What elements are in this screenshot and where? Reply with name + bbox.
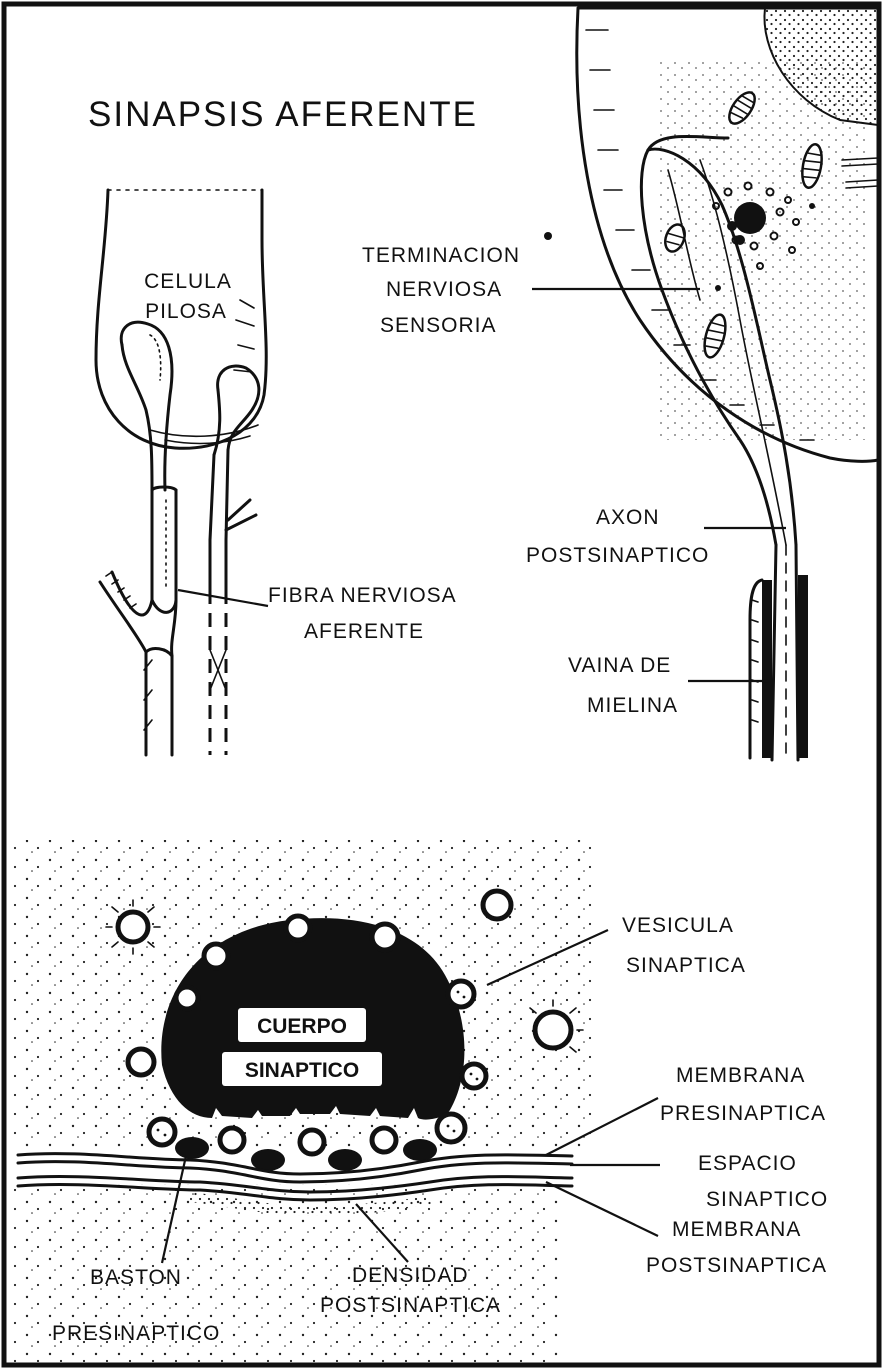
label-vaina-de: VAINA DE [568, 654, 671, 677]
label-fibra-nerviosa: FIBRA NERVIOSA [268, 584, 457, 607]
label-postsinaptica-membrane: POSTSINAPTICA [646, 1254, 827, 1277]
label-densidad: DENSIDAD [352, 1264, 469, 1287]
myelin-sheath-left [762, 580, 772, 758]
label-nerviosa: NERVIOSA [386, 278, 502, 301]
synaptic-body-small [734, 202, 766, 234]
label-vesicula: VESICULA [622, 914, 734, 937]
label-sinaptico-space: SINAPTICO [706, 1188, 828, 1211]
label-presinaptica: PRESINAPTICA [660, 1102, 826, 1125]
label-postsinaptico: POSTSINAPTICO [526, 544, 709, 567]
label-aferente: AFERENTE [304, 620, 424, 643]
label-terminacion: TERMINACION [362, 244, 520, 267]
myelin-sheath-right [798, 575, 808, 758]
label-baston: BASTON [90, 1266, 182, 1289]
label-mielina: MIELINA [587, 694, 678, 717]
label-membrana-pre: MEMBRANA [676, 1064, 805, 1087]
label-presinaptico: PRESINAPTICO [52, 1322, 220, 1345]
label-espacio: ESPACIO [698, 1152, 797, 1175]
label-sensoria: SENSORIA [380, 314, 497, 337]
label-pilosa: PILOSA [145, 300, 227, 323]
sinaptico-body-label: SINAPTICO [245, 1059, 359, 1082]
label-membrana-post: MEMBRANA [672, 1218, 801, 1241]
label-postsinaptica-density: POSTSINAPTICA [320, 1294, 501, 1317]
diagram-title: SINAPSIS AFERENTE [88, 95, 478, 134]
label-sinaptica: SINAPTICA [626, 954, 746, 977]
label-celula: CELULA [144, 270, 232, 293]
label-axon: AXON [596, 506, 660, 529]
cuerpo-label: CUERPO [257, 1015, 347, 1038]
